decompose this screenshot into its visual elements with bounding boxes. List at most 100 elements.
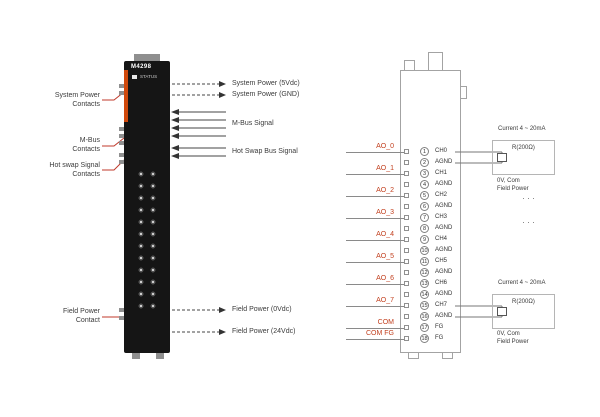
terminal-pad bbox=[404, 226, 409, 231]
pin-number: 9 bbox=[420, 235, 429, 244]
resistor-label-bottom: R(200Ω) bbox=[512, 299, 535, 305]
load-circuit-boxes bbox=[492, 140, 555, 329]
module-accent-stripe bbox=[124, 70, 128, 122]
channel-label: CH5 bbox=[435, 258, 448, 264]
channel-label: FG bbox=[435, 335, 444, 341]
module-status-led bbox=[132, 75, 137, 79]
module-callout-right: System Power (GND) bbox=[232, 91, 300, 98]
callout-leader-lines bbox=[102, 91, 125, 318]
channel-label: FG bbox=[435, 324, 444, 330]
channel-label: CH4 bbox=[435, 236, 448, 242]
pin-number: 16 bbox=[420, 312, 429, 321]
ellipsis-dots-1: ··· bbox=[522, 193, 537, 203]
terminal-pad bbox=[404, 259, 409, 264]
signal-label: AO_7 bbox=[376, 297, 394, 304]
signal-label: AO_3 bbox=[376, 209, 394, 216]
pin-number: 8 bbox=[420, 224, 429, 233]
module-contact-nubs bbox=[119, 84, 124, 320]
channel-label: AGND bbox=[435, 291, 453, 297]
channel-label: CH7 bbox=[435, 302, 448, 308]
signal-wire bbox=[346, 284, 407, 285]
signal-label: AO_6 bbox=[376, 275, 394, 282]
pin-number: 4 bbox=[420, 180, 429, 189]
signal-label: COM FG bbox=[366, 330, 394, 337]
callout-line: Contact bbox=[75, 316, 100, 324]
pin-number: 11 bbox=[420, 257, 429, 266]
terminal-pad bbox=[404, 215, 409, 220]
signal-wire bbox=[346, 306, 407, 307]
terminal-pad bbox=[404, 160, 409, 165]
circuit-title-bottom: Current 4 ~ 20mA bbox=[498, 280, 546, 286]
channel-label: AGND bbox=[435, 159, 453, 165]
terminal-pad bbox=[404, 248, 409, 253]
channel-label: CH0 bbox=[435, 148, 448, 154]
callout-line: M-Bus bbox=[79, 137, 100, 144]
signal-label: COM bbox=[377, 319, 394, 326]
pin-number: 13 bbox=[420, 279, 429, 288]
module-callout-right: Hot Swap Bus Signal bbox=[232, 148, 298, 155]
signal-wire bbox=[346, 240, 407, 241]
circuit-note-bottom-line1: 0V, Com bbox=[497, 331, 520, 337]
pin-number: 15 bbox=[420, 301, 429, 310]
terminal-pad bbox=[404, 325, 409, 330]
channel-label: AGND bbox=[435, 313, 453, 319]
module-callout-right: Field Power (0Vdc) bbox=[232, 306, 292, 313]
callout-line: Hot swap Signal bbox=[49, 162, 100, 169]
signal-flow-lines bbox=[172, 83, 226, 333]
signal-wire bbox=[346, 152, 407, 153]
channel-label: AGND bbox=[435, 269, 453, 275]
module-foot-left bbox=[132, 353, 140, 359]
signal-wire bbox=[346, 174, 407, 175]
pin-number: 12 bbox=[420, 268, 429, 277]
terminal-pad bbox=[404, 303, 409, 308]
load-circuit-wires bbox=[455, 151, 503, 318]
terminal-pad bbox=[404, 193, 409, 198]
signal-label: AO_5 bbox=[376, 253, 394, 260]
terminal-pad bbox=[404, 292, 409, 297]
channel-label: CH2 bbox=[435, 192, 448, 198]
module-top-tab bbox=[134, 54, 160, 62]
circuit-title-top: Current 4 ~ 20mA bbox=[498, 126, 546, 132]
channel-label: AGND bbox=[435, 203, 453, 209]
pin-number: 5 bbox=[420, 191, 429, 200]
channel-label: CH6 bbox=[435, 280, 448, 286]
channel-label: AGND bbox=[435, 247, 453, 253]
pin-number: 7 bbox=[420, 213, 429, 222]
pin-number: 17 bbox=[420, 323, 429, 332]
terminal-pad bbox=[404, 237, 409, 242]
terminal-pad bbox=[404, 182, 409, 187]
channel-label: AGND bbox=[435, 225, 453, 231]
pin-number: 2 bbox=[420, 158, 429, 167]
signal-label: AO_1 bbox=[376, 165, 394, 172]
circuit-note-bottom-line2: Field Power bbox=[497, 339, 529, 345]
pin-number: 1 bbox=[420, 147, 429, 156]
arrowhead-icons bbox=[171, 81, 226, 335]
resistor-label-top: R(200Ω) bbox=[512, 145, 535, 151]
module-status-label: STATUS bbox=[140, 74, 158, 79]
terminal-pad bbox=[404, 281, 409, 286]
terminal-pad bbox=[404, 204, 409, 209]
pin-number: 14 bbox=[420, 290, 429, 299]
channel-label: CH1 bbox=[435, 170, 448, 176]
channel-label: AGND bbox=[435, 181, 453, 187]
module-model-label: M4298 bbox=[131, 64, 152, 70]
module-contacts-grid bbox=[135, 168, 159, 312]
ellipsis-dots-2: ··· bbox=[522, 217, 537, 227]
terminal-pad bbox=[404, 336, 409, 341]
signal-label: AO_0 bbox=[376, 143, 394, 150]
module-callout-right: System Power (5Vdc) bbox=[232, 80, 300, 87]
resistor-symbols bbox=[497, 153, 507, 316]
module-callout-right: M-Bus Signal bbox=[232, 120, 274, 127]
terminal-pad bbox=[404, 270, 409, 275]
circuit-note-top-line2: Field Power bbox=[497, 186, 529, 192]
callout-line: Contacts bbox=[72, 145, 100, 153]
terminal-pad bbox=[404, 149, 409, 154]
callout-line: Contacts bbox=[72, 100, 100, 108]
module-callout-right: Field Power (24Vdc) bbox=[232, 328, 296, 335]
terminal-pad bbox=[404, 314, 409, 319]
